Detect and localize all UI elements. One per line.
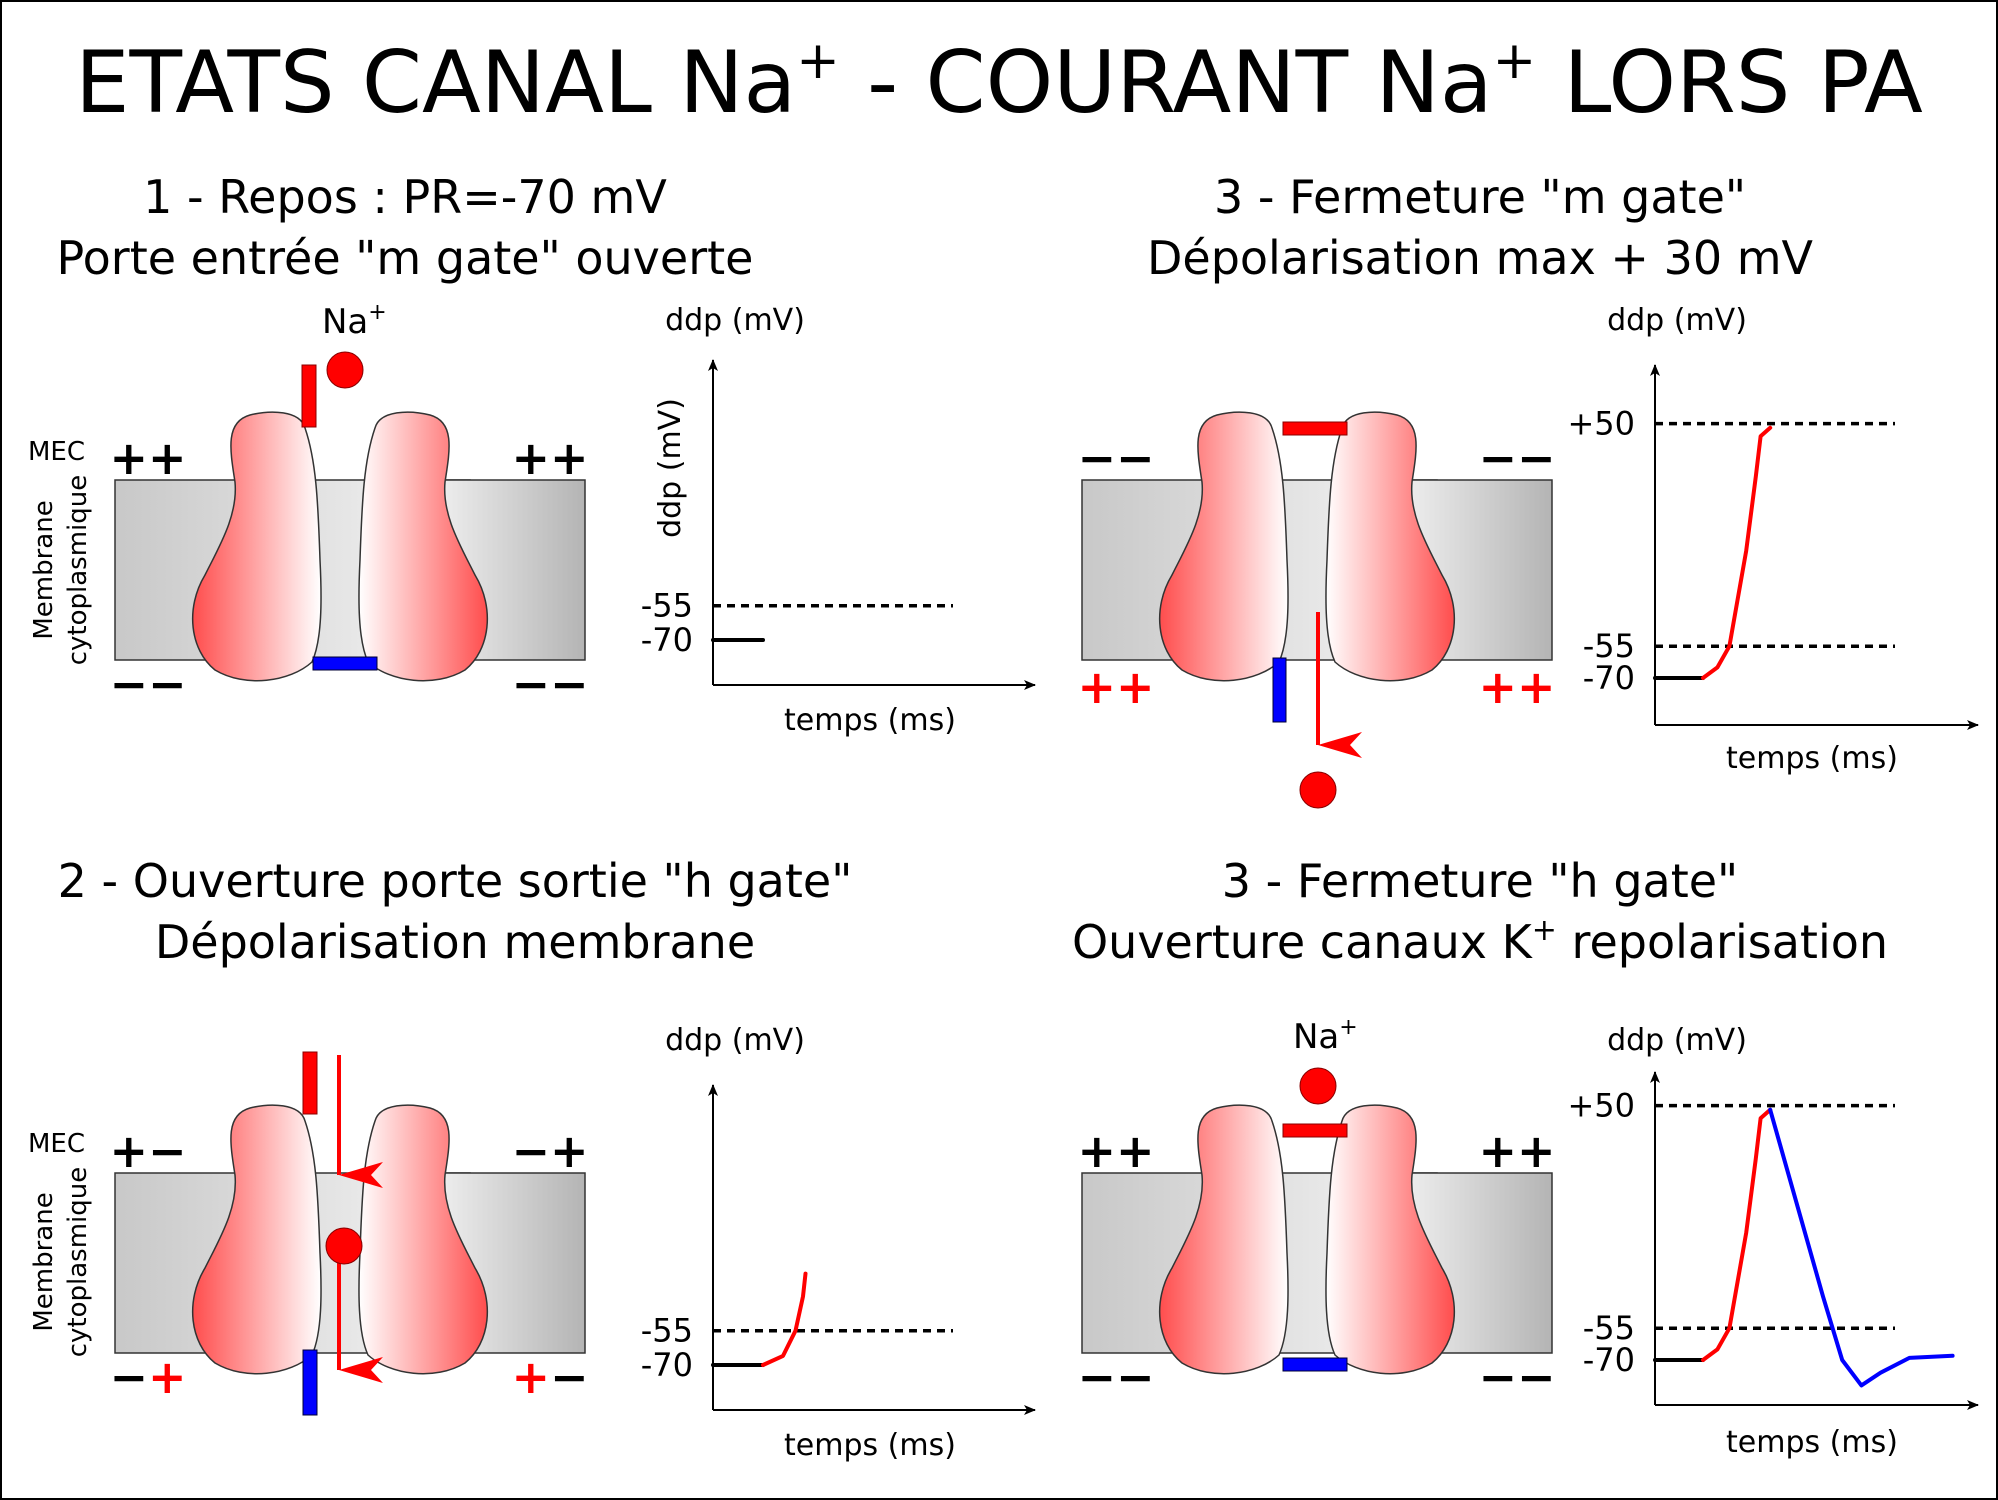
y-tick-label: -55 <box>641 1312 693 1350</box>
main-title: ETATS CANAL Na+ - COURANT Na+ LORS PA <box>75 31 1923 133</box>
y-axis-label-rotated: ddp (mV) <box>653 398 688 538</box>
panel-2: 2 - Ouverture porte sortie "h gate" Dépo… <box>28 854 1036 1463</box>
membrane-label: Membrane <box>29 1192 59 1331</box>
y-tick-label: -55 <box>1583 1309 1635 1347</box>
panel-3-title-line1: 3 - Fermeture "m gate" <box>1214 170 1746 224</box>
ext-charges-right: −+ <box>511 1124 588 1178</box>
x-axis-label: temps (ms) <box>784 1428 956 1463</box>
chart-panel-3: ddp (mV) temps (ms) +50 -55-70 <box>1567 303 1979 776</box>
panel-4: 3 - Fermeture "h gate" Ouverture canaux … <box>1072 854 1979 1460</box>
sodium-ion-label: Na+ <box>1293 1015 1358 1057</box>
membrane-label-2: cytoplasmique <box>63 1167 93 1358</box>
y-tick-label: -70 <box>641 621 693 659</box>
ext-charges-left: −− <box>1077 431 1154 485</box>
ext-charges-right: −− <box>1478 431 1555 485</box>
panel-3-title-line2: Dépolarisation max + 30 mV <box>1147 231 1814 285</box>
chart-panel-4: ddp (mV) temps (ms) +50 -55-70 <box>1567 1023 1979 1460</box>
sodium-ion <box>326 351 364 389</box>
ext-charges-right: ++ <box>511 431 588 485</box>
sodium-ion <box>325 1227 363 1265</box>
m-gate-closed <box>1282 421 1348 436</box>
ext-charges-left: ++ <box>1077 1124 1154 1178</box>
int-charges-right: ++ <box>1478 660 1555 714</box>
membrane-label-2: cytoplasmique <box>63 475 93 666</box>
x-axis-label: temps (ms) <box>1726 1425 1898 1460</box>
m-gate-closed <box>1282 1123 1348 1138</box>
membrane-label: Membrane <box>29 500 59 639</box>
y-tick-label: -70 <box>1583 659 1635 697</box>
x-axis-label: temps (ms) <box>784 703 956 738</box>
int-charges-left: ++ <box>1077 660 1154 714</box>
m-gate-open <box>301 364 317 428</box>
panel-1: 1 - Repos : PR=-70 mV Porte entrée "m ga… <box>28 170 1036 738</box>
y-tick-label: -70 <box>641 1346 693 1384</box>
y-tick-label: +50 <box>1567 1087 1635 1125</box>
y-tick-label: -55 <box>1583 627 1635 665</box>
sodium-ion-label: Na+ <box>322 300 387 342</box>
int-charges-right: −− <box>511 657 588 711</box>
int-charges-left: −− <box>1077 1350 1154 1404</box>
y-tick-label: -55 <box>641 587 693 625</box>
chart-panel-2: ddp (mV) temps (ms) -55-70 <box>641 1023 1036 1463</box>
h-gate-open <box>302 1349 318 1416</box>
y-axis-label: ddp (mV) <box>665 1023 805 1058</box>
h-gate-closed <box>312 656 378 671</box>
potential-trace <box>1701 425 1773 680</box>
panel-1-title-line2: Porte entrée "m gate" ouverte <box>57 231 754 285</box>
h-gate-closed <box>1282 1357 1348 1372</box>
int-charges-left: −+ <box>109 1350 186 1404</box>
panel-4-title-line2: Ouverture canaux K+ repolarisation <box>1072 913 1888 969</box>
potential-trace <box>1701 1107 1773 1362</box>
y-tick-label: +50 <box>1567 405 1635 443</box>
ext-charges-right: ++ <box>1478 1124 1555 1178</box>
int-charges-left: −− <box>109 657 186 711</box>
panel-3: 3 - Fermeture "m gate" Dépolarisation ma… <box>1077 170 1979 809</box>
h-gate-open <box>1272 657 1287 723</box>
panel-2-title-line2: Dépolarisation membrane <box>155 915 755 969</box>
mec-label: MEC <box>28 437 85 467</box>
y-axis-label: ddp (mV) <box>665 303 805 338</box>
ext-charges-left: +− <box>109 1124 186 1178</box>
potential-trace <box>1768 1107 1955 1388</box>
chart-panel-1: ddp (mV) temps (ms) ddp (mV) -55-70 <box>641 303 1036 738</box>
sodium-ion <box>1299 1067 1337 1105</box>
potential-trace <box>761 1271 808 1367</box>
ext-charges-left: ++ <box>109 431 186 485</box>
int-charges-right: +− <box>511 1350 588 1404</box>
x-axis-label: temps (ms) <box>1726 741 1898 776</box>
panel-1-title-line1: 1 - Repos : PR=-70 mV <box>143 170 667 224</box>
y-tick-label: -70 <box>1583 1341 1635 1379</box>
panel-2-title-line1: 2 - Ouverture porte sortie "h gate" <box>58 854 853 908</box>
y-axis-label: ddp (mV) <box>1607 303 1747 338</box>
m-gate-open <box>302 1051 318 1115</box>
sodium-ion <box>1299 771 1337 809</box>
mec-label: MEC <box>28 1129 85 1159</box>
y-axis-label: ddp (mV) <box>1607 1023 1747 1058</box>
int-charges-right: −− <box>1478 1350 1555 1404</box>
panel-4-title-line1: 3 - Fermeture "h gate" <box>1222 854 1738 908</box>
